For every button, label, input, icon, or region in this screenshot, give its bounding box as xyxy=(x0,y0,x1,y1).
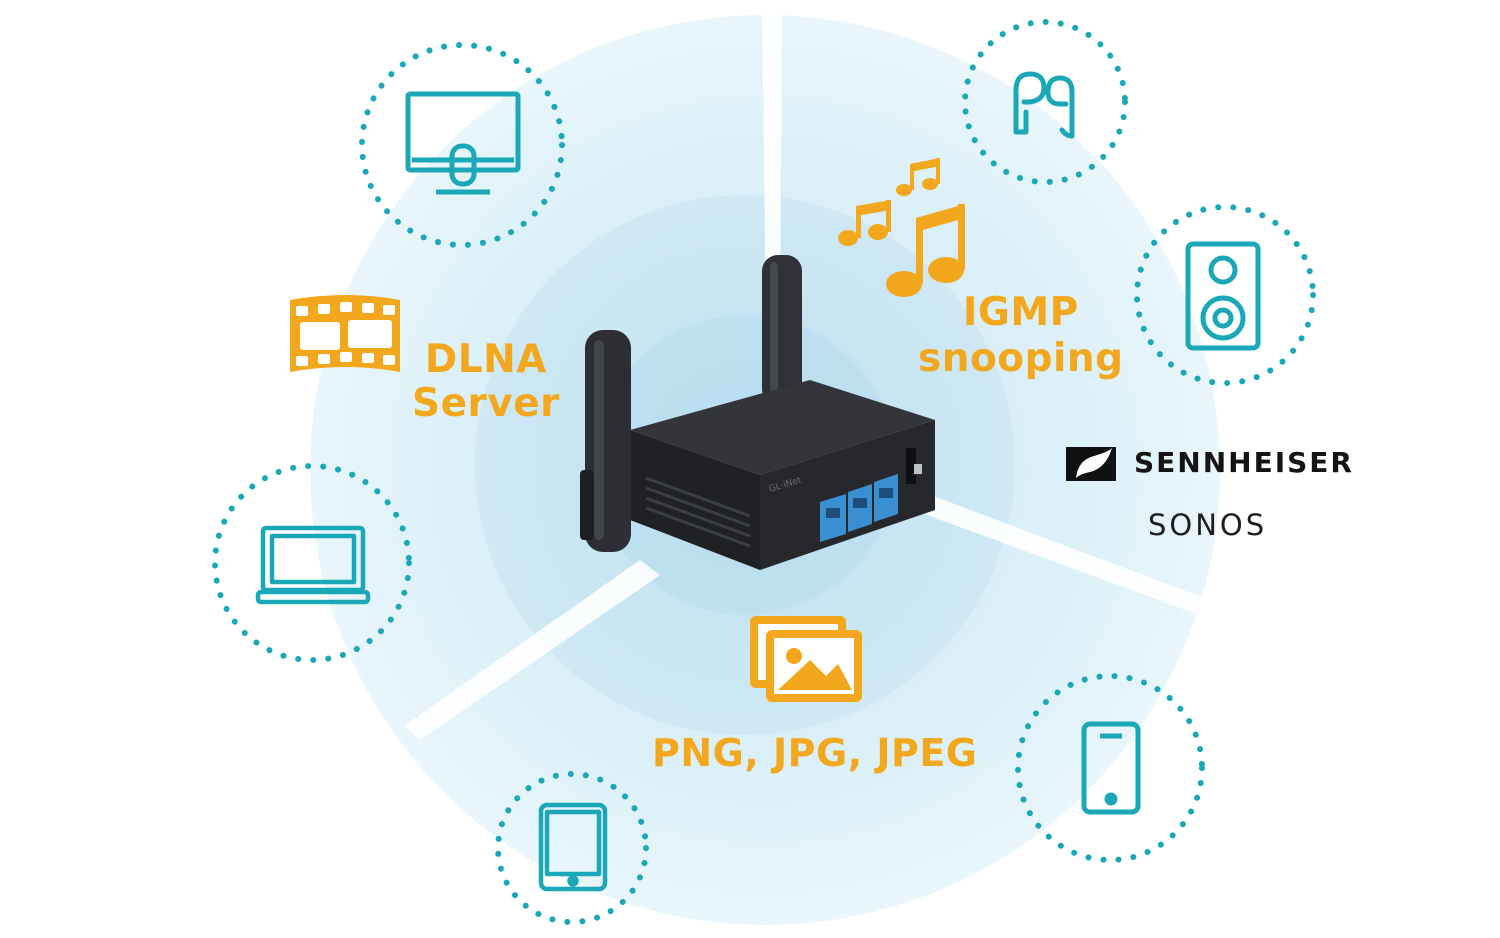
router-device: GL·iNet xyxy=(580,255,935,570)
laptop-circle xyxy=(212,463,412,663)
dlna-server-label: DLNA Server xyxy=(412,338,560,426)
igmp-label-line1: IGMP xyxy=(962,290,1079,335)
monitor-icon xyxy=(405,91,521,195)
music-notes-icon xyxy=(838,158,965,297)
image-formats-label: PNG, JPG, JPEG xyxy=(652,731,978,775)
dlna-label-line1: DLNA xyxy=(424,337,547,382)
monitor-circle xyxy=(359,42,565,248)
earphones-circle xyxy=(962,19,1128,185)
smartphone-circle xyxy=(1015,673,1205,863)
laptop-icon xyxy=(255,525,371,605)
smartphone-icon xyxy=(1081,721,1141,815)
speaker-circle xyxy=(1134,204,1316,386)
images-icon xyxy=(750,616,862,702)
sonos-brand: SONOS xyxy=(1148,508,1268,542)
film-strip-icon xyxy=(290,295,400,372)
speaker-icon xyxy=(1185,241,1261,351)
igmp-label-line2: snooping xyxy=(918,336,1124,381)
earphones-icon xyxy=(1013,71,1075,139)
tablet-circle xyxy=(495,771,649,925)
sennheiser-logo-icon xyxy=(1066,447,1116,481)
dlna-label-line2: Server xyxy=(412,381,560,426)
tablet-icon xyxy=(538,802,608,892)
igmp-snooping-label: IGMP snooping xyxy=(918,290,1124,382)
sennheiser-brand: SENNHEISER xyxy=(1134,446,1354,479)
